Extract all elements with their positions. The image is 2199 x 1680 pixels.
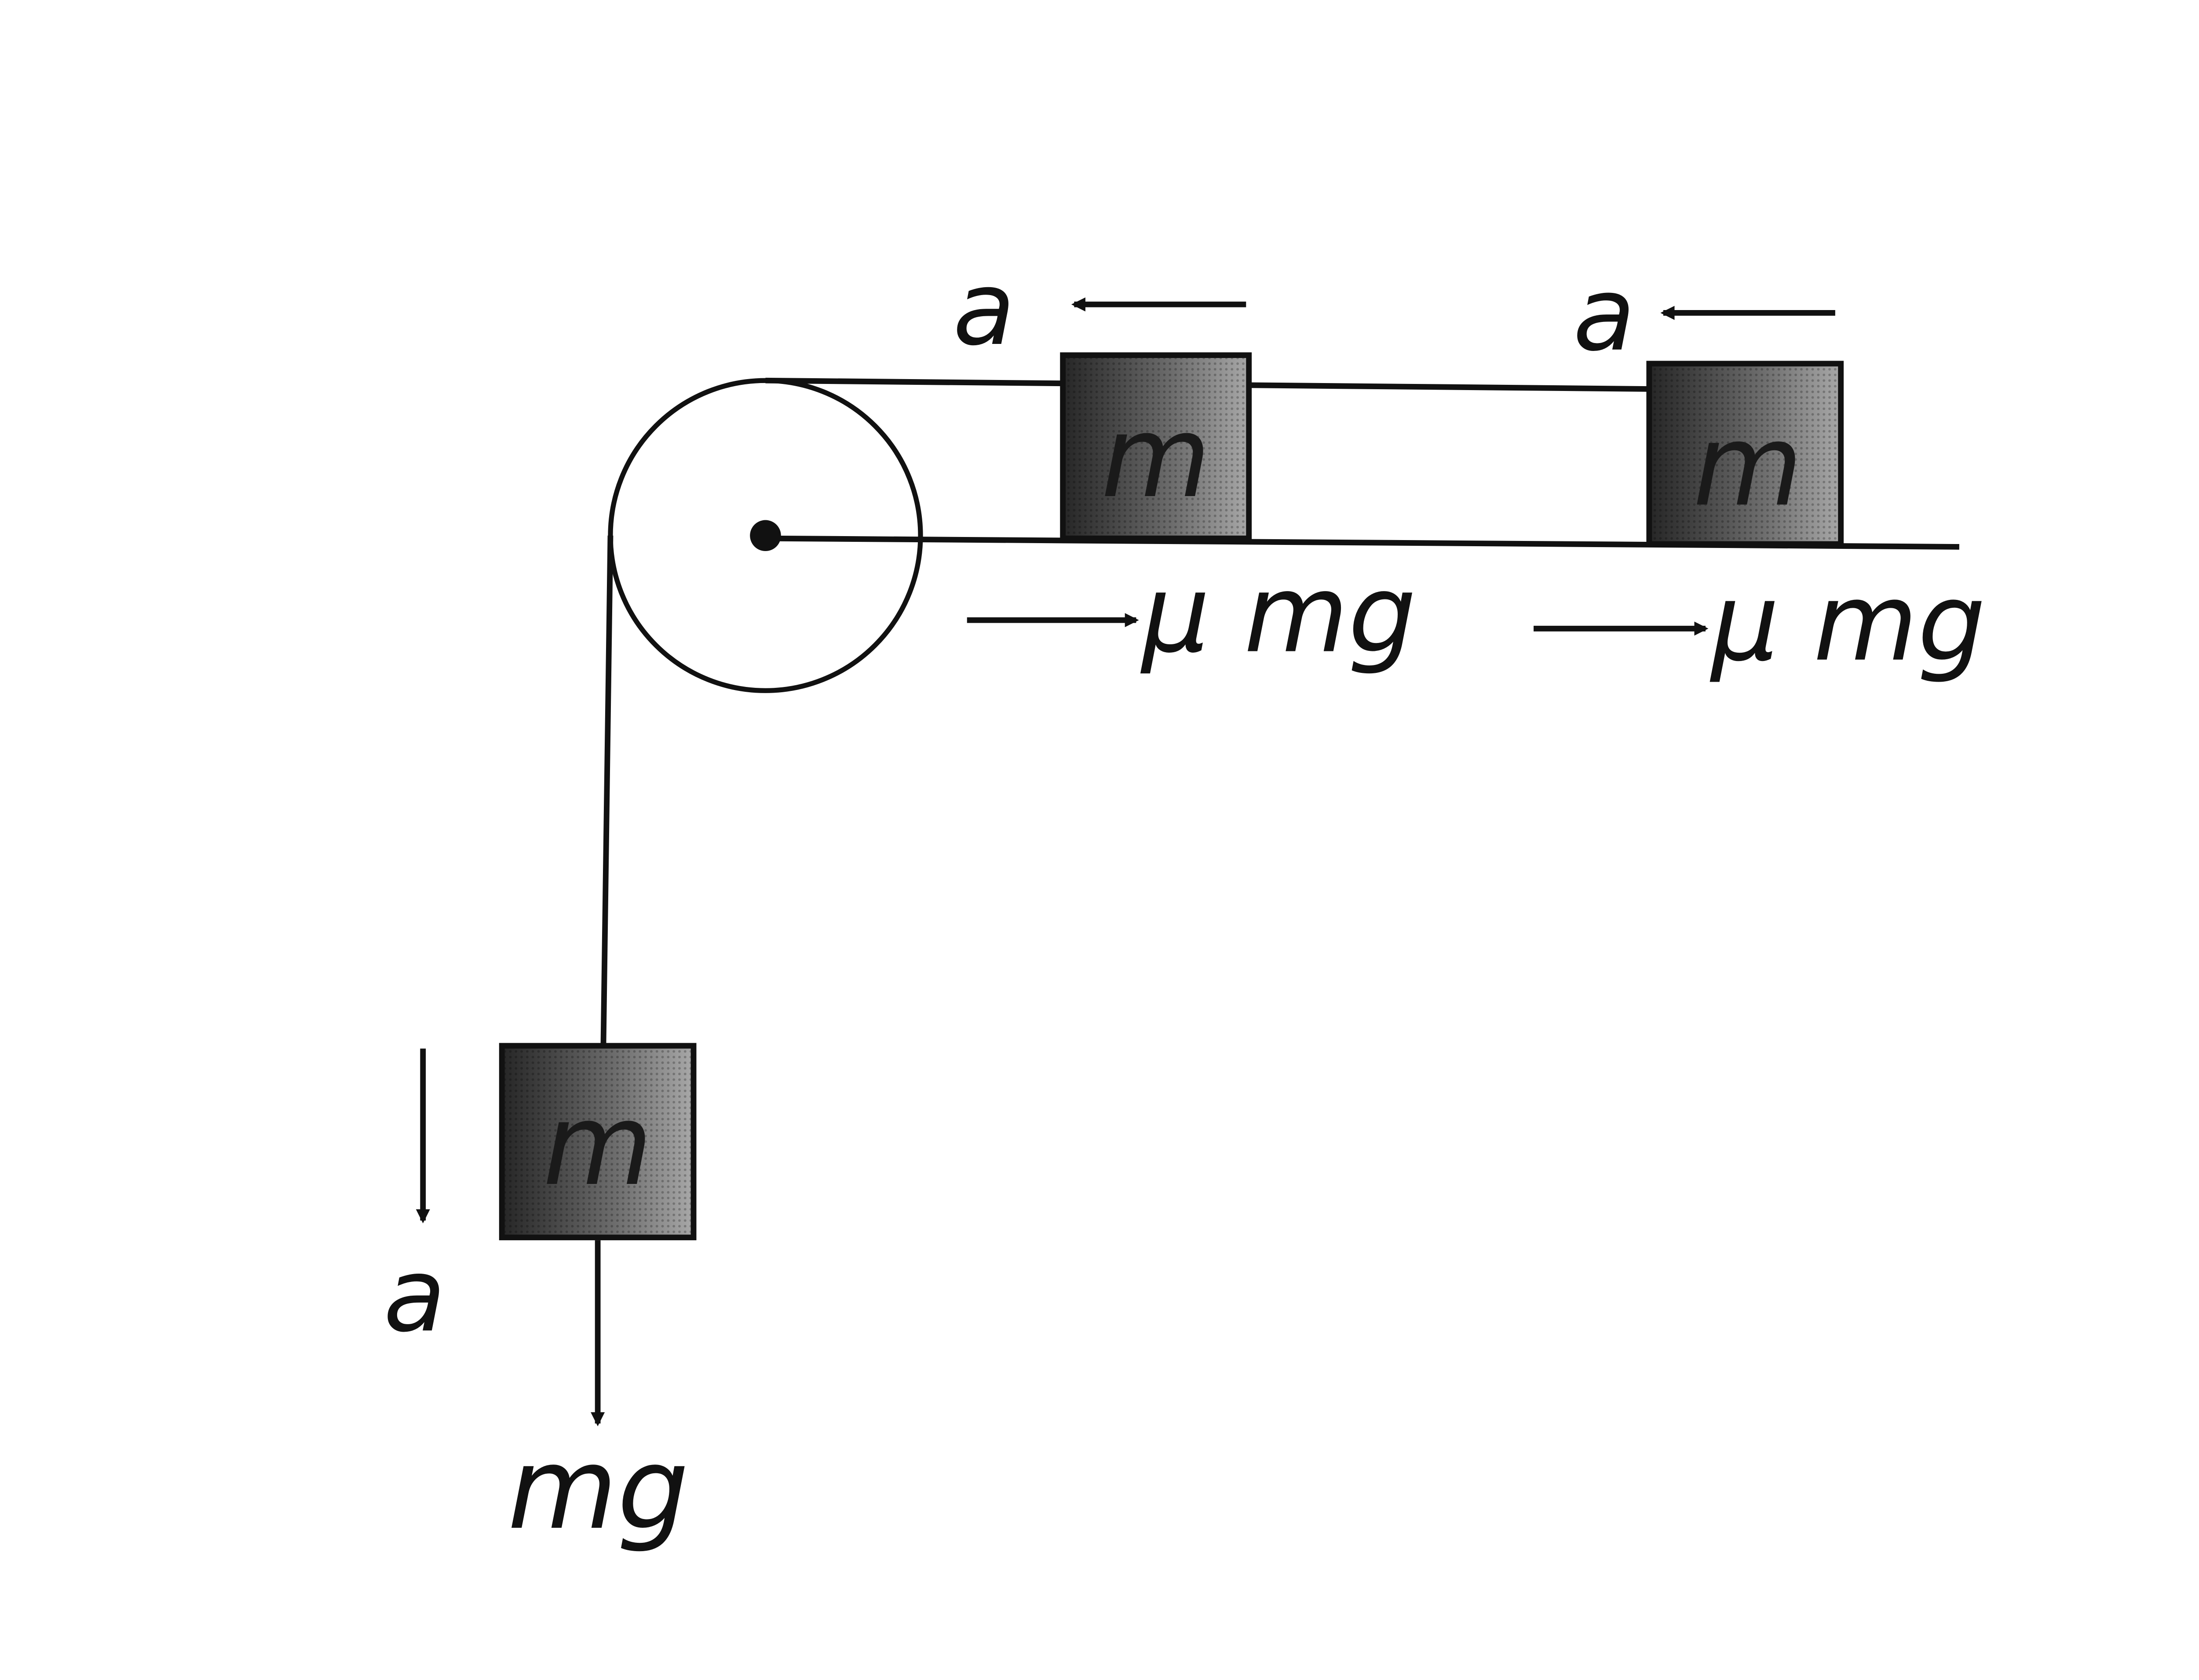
block-label: m [543, 1080, 653, 1211]
block-hanging: m [499, 1043, 697, 1241]
block-top-left: m [1060, 352, 1252, 541]
friction-left: μ mg [967, 552, 1416, 677]
pulley-axle [750, 520, 781, 551]
accel-label: a [1573, 256, 1635, 374]
friction-right: μ mg [1534, 561, 1986, 685]
block-top-right: m [1646, 361, 1844, 547]
accel-label: a [953, 250, 1015, 368]
string-hanging [600, 535, 614, 1046]
friction-label: μ mg [1710, 561, 1986, 685]
pulley [608, 378, 923, 693]
block-label: m [1693, 400, 1803, 531]
accel-top-left: a [953, 250, 1246, 368]
block-label: m [1101, 392, 1211, 523]
accel-top-right: a [1573, 256, 1835, 374]
accel-label: a [384, 1237, 446, 1355]
weight-label: mg [508, 1424, 689, 1555]
weight-hanging: mg [508, 1240, 689, 1555]
friction-label: μ mg [1140, 552, 1416, 677]
accel-hanging: a [384, 1048, 446, 1355]
